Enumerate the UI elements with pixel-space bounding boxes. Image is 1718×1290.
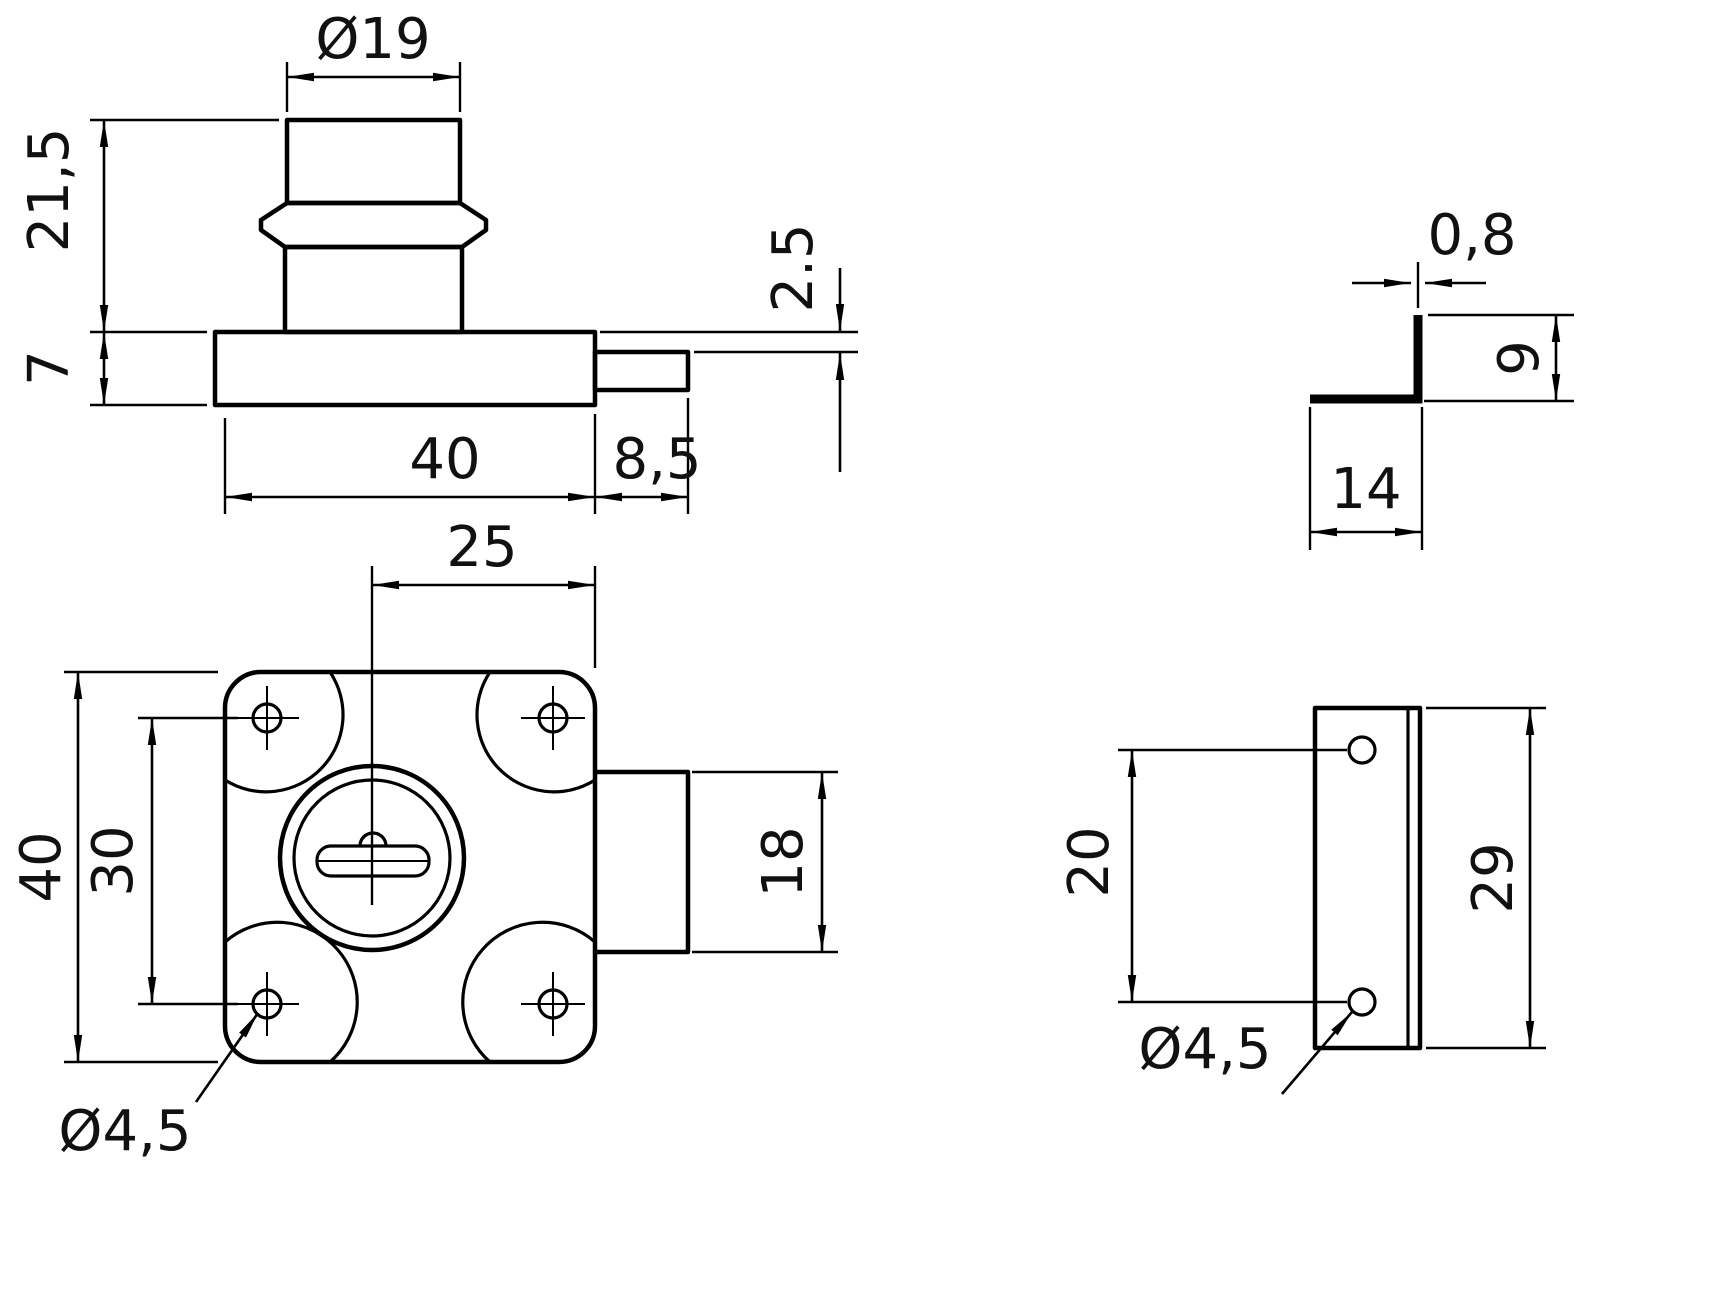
dim-label-bracket-width: 14	[1330, 457, 1401, 522]
dim-label-plate-height: 7	[17, 350, 82, 386]
dim-label-key-center: 25	[446, 515, 517, 580]
dim-label-hole-spacing: 20	[1057, 826, 1122, 897]
dim-label-flange-height: 9	[1487, 340, 1552, 376]
dim-body-height: 40	[9, 670, 218, 1064]
screw-hole	[1347, 735, 1377, 765]
corner-pad-arc	[475, 671, 596, 794]
lock-body-outline	[222, 669, 598, 1065]
dim-label-body-height: 40	[9, 831, 74, 902]
cylinder-outline	[284, 117, 463, 206]
plate-outline	[1312, 705, 1423, 1051]
label-hole-diameter: Ø4,5	[1138, 1011, 1353, 1095]
collar-outline	[258, 200, 489, 250]
dim-label-hole-spacing: 30	[81, 825, 146, 896]
leader-line	[1281, 1011, 1353, 1095]
bracket-plate-outline	[1312, 705, 1423, 1051]
dim-cylinder-height: 21,5	[17, 118, 279, 334]
corner-pad-arc	[223, 920, 359, 1064]
screw-hole	[1347, 987, 1377, 1017]
bracket-front-view: 20 29 Ø4,5	[1057, 705, 1546, 1095]
bracket-profile-outline	[1310, 315, 1423, 404]
dim-label-body-width: 40	[409, 427, 480, 492]
dim-label-bolt-offset: 2.5	[761, 223, 826, 312]
dim-label-hole-diameter: Ø4,5	[58, 1099, 191, 1164]
dim-label-plate-height: 29	[1461, 842, 1526, 913]
leader-line	[194, 1012, 260, 1103]
bracket-side-view: 0,8 9 14	[1308, 203, 1574, 550]
dim-key-center: 25	[370, 515, 597, 905]
corner-pad-arc	[224, 671, 345, 794]
dim-bolt-offset: 2.5	[600, 223, 858, 472]
dim-label-thickness: 0,8	[1427, 203, 1516, 268]
lock-side-outline	[212, 117, 691, 408]
dim-plate-height: 7	[17, 332, 207, 407]
label-hole-diameter: Ø4,5	[58, 1012, 260, 1164]
dim-label-hole-diameter: Ø4,5	[1138, 1017, 1271, 1082]
bolt-front-outline	[595, 769, 691, 955]
dim-hole-spacing-vertical: 30	[81, 716, 238, 1006]
dim-body-width: 40 8,5	[223, 398, 702, 514]
dim-flange-height: 9	[1424, 313, 1574, 403]
dim-label-cylinder-height: 21,5	[17, 128, 82, 253]
dim-hole-spacing: 20	[1057, 748, 1347, 1004]
dim-label-bolt-height: 18	[751, 826, 816, 897]
bolt-side-outline	[592, 349, 691, 393]
dim-cylinder-diameter: Ø19	[285, 7, 462, 112]
neck-outline	[282, 244, 465, 335]
lock-front-outline	[222, 669, 691, 1065]
side-view: Ø19 21,5 7 2.5 40 8,5	[17, 7, 858, 514]
corner-pad-arc	[461, 920, 597, 1064]
dim-bracket-width: 14	[1308, 407, 1424, 550]
front-view: 25 30 40 18 Ø4,5	[9, 515, 838, 1164]
base-plate-outline	[212, 329, 598, 408]
dim-thickness: 0,8	[1352, 203, 1517, 308]
dim-label-bolt-extension: 8,5	[612, 427, 701, 492]
dim-plate-height: 29	[1426, 706, 1546, 1050]
dim-label-cylinder-diameter: Ø19	[315, 7, 430, 72]
dim-bolt-height: 18	[692, 770, 838, 954]
